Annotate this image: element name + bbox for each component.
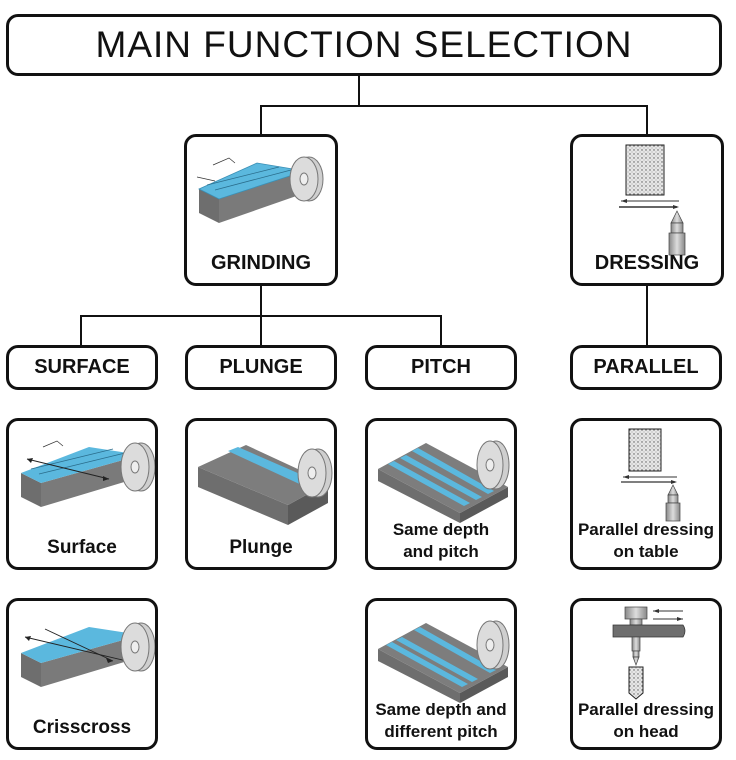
surface-grinding-icon — [21, 440, 155, 507]
grinding-card[interactable]: GRINDING — [184, 134, 338, 286]
pitch-grinding-icon — [378, 620, 510, 703]
dressing-label: DRESSING — [594, 252, 700, 274]
mode-crisscross-card[interactable]: Crisscross — [6, 598, 158, 750]
main-function-title: MAIN FUNCTION SELECTION — [6, 14, 722, 76]
mode-parallel-head-card[interactable]: Parallel dressing on head — [570, 598, 722, 750]
mode-pitch-different-label: Same depth and different pitch — [375, 700, 507, 741]
connector-top-horizontal — [260, 105, 648, 107]
mode-pitch-different-card[interactable]: Same depth and different pitch — [365, 598, 517, 750]
surface-grinding-icon — [196, 156, 324, 223]
grinding-label: GRINDING — [211, 252, 311, 274]
mode-parallel-table-label: Parallel dressing on table — [577, 520, 715, 561]
pitch-grinding-icon — [378, 440, 510, 523]
page-title: MAIN FUNCTION SELECTION — [95, 24, 633, 65]
category-parallel[interactable]: PARALLEL — [570, 345, 722, 390]
mode-pitch-same-label: Same depth and pitch — [392, 520, 490, 561]
mode-plunge-label: Plunge — [229, 537, 293, 558]
connector-to-grinding — [260, 105, 262, 135]
mode-surface-card[interactable]: Surface — [6, 418, 158, 570]
mode-pitch-same-card[interactable]: Same depth and pitch — [365, 418, 517, 570]
category-surface[interactable]: SURFACE — [6, 345, 158, 390]
dressing-card[interactable]: DRESSING — [570, 134, 724, 286]
connector-title-down — [358, 76, 360, 106]
dressing-tool-icon — [619, 144, 686, 256]
mode-parallel-table-card[interactable]: Parallel dressing on table — [570, 418, 722, 570]
mode-crisscross-label: Crisscross — [32, 717, 132, 738]
crisscross-grinding-icon — [21, 622, 155, 687]
connector-to-dressing — [646, 105, 648, 135]
category-pitch[interactable]: PITCH — [365, 345, 517, 390]
connector-grinding-horizontal — [80, 315, 442, 317]
mode-surface-label: Surface — [47, 537, 117, 558]
connector-to-surface — [80, 315, 82, 346]
mode-parallel-head-label: Parallel dressing on head — [577, 700, 715, 741]
mode-plunge-card[interactable]: Plunge — [185, 418, 337, 570]
connector-dressing-down — [646, 286, 648, 346]
parallel-dressing-table-icon — [621, 428, 681, 522]
plunge-grinding-icon — [198, 445, 333, 525]
parallel-dressing-head-icon — [612, 606, 686, 700]
connector-to-pitch — [440, 315, 442, 346]
category-plunge[interactable]: PLUNGE — [185, 345, 337, 390]
